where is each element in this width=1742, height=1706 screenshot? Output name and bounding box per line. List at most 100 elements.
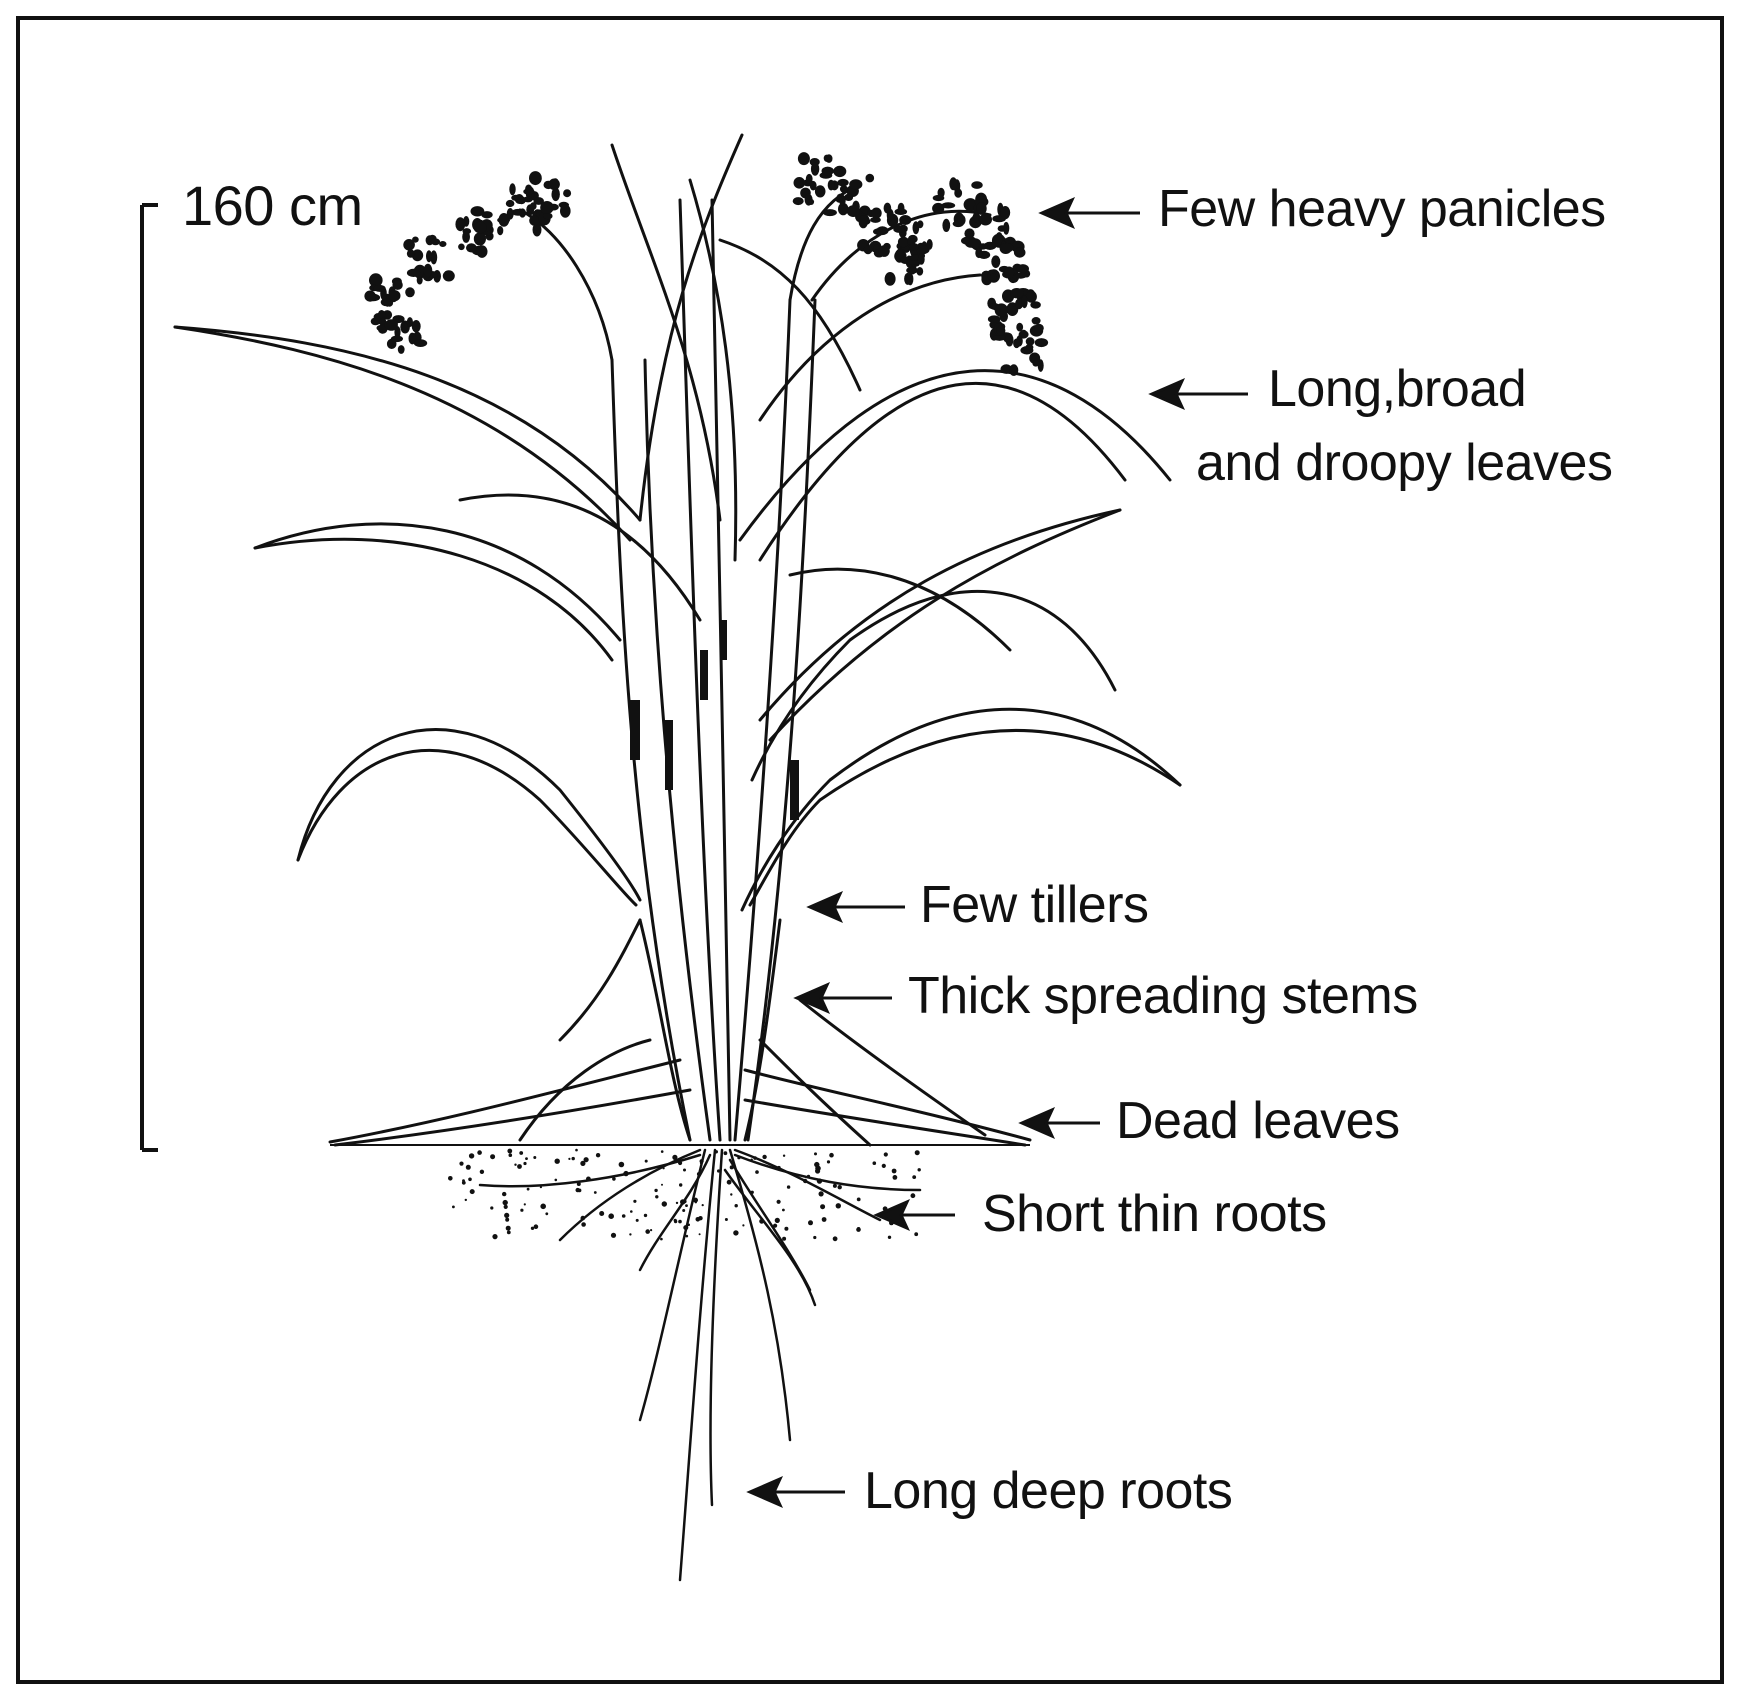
soil-dot — [470, 1189, 475, 1194]
panicle-grain — [828, 180, 835, 191]
panicle-grain — [417, 276, 423, 285]
panicle-grain — [916, 267, 923, 276]
dead-leaf — [760, 1040, 870, 1145]
soil-dot — [504, 1205, 508, 1209]
soil-dot — [545, 1212, 548, 1215]
panicle-grain — [1000, 243, 1014, 253]
panicle-grain — [474, 222, 487, 234]
panicle-grain — [932, 203, 944, 214]
stem — [748, 300, 815, 1140]
deep-root — [710, 1150, 722, 1505]
soil-dot — [814, 1152, 817, 1155]
soil-dot — [683, 1169, 686, 1172]
panicle-grain — [893, 226, 905, 233]
soil-dot — [540, 1204, 546, 1210]
soil-dot — [599, 1211, 604, 1216]
height-scale-label: 160 cm — [182, 174, 363, 238]
soil-dot — [661, 1150, 664, 1153]
soil-dot — [505, 1218, 509, 1222]
panicle-grain — [806, 174, 813, 184]
soil-dot — [527, 1188, 530, 1191]
panicle-grain — [793, 197, 804, 205]
label-short-roots: Short thin roots — [982, 1185, 1327, 1245]
leaf — [752, 591, 1115, 780]
soil-dot — [915, 1150, 920, 1155]
deep-root — [680, 1150, 715, 1580]
soil-dot — [517, 1164, 522, 1169]
soil-dot — [674, 1219, 677, 1222]
soil-dot — [733, 1230, 738, 1235]
panicle-grain — [975, 248, 982, 258]
soil-dot — [735, 1204, 738, 1207]
panicle-grain — [895, 208, 908, 215]
panicle-grain — [990, 274, 997, 282]
soil-dot — [882, 1164, 886, 1168]
panicle-grain — [849, 179, 862, 189]
soil-dot — [452, 1206, 455, 1209]
arrow-deep-roots — [750, 1479, 845, 1505]
panicle-grain — [1015, 273, 1027, 279]
panicle-grain — [412, 237, 419, 243]
leaf — [175, 327, 630, 540]
soil-dot — [676, 1202, 678, 1204]
stem-shading — [630, 620, 799, 820]
leaves — [175, 135, 1180, 910]
soil-dot — [695, 1201, 697, 1203]
panicle-grain — [1010, 288, 1023, 298]
soil-dot — [777, 1200, 781, 1204]
soil-dot — [819, 1191, 824, 1196]
panicle-grain — [439, 241, 446, 247]
soil-dot — [514, 1164, 516, 1166]
panicle-grain — [1014, 247, 1026, 257]
soil-dot — [490, 1154, 495, 1159]
soil-dot — [490, 1206, 493, 1209]
soil-dot — [507, 1149, 512, 1154]
arrow-short-roots — [877, 1202, 955, 1228]
panicle-grain — [866, 174, 875, 183]
panicle-grain — [906, 267, 918, 274]
soil-dot — [506, 1226, 511, 1231]
leaf — [255, 539, 612, 660]
panicle-grain — [949, 177, 957, 190]
panicle-grain — [497, 226, 503, 235]
panicle-grain — [525, 185, 532, 194]
panicle-grain — [993, 335, 1006, 341]
soil-dot — [480, 1170, 484, 1174]
panicle-grain — [560, 204, 571, 217]
soil-dot — [857, 1198, 861, 1202]
panicle-grain — [385, 319, 398, 331]
height-scale-bracket — [142, 205, 158, 1150]
panicle-grain — [474, 232, 486, 245]
soil-dot — [608, 1213, 614, 1219]
soil-dot — [727, 1180, 732, 1185]
soil-dot — [655, 1195, 658, 1198]
soil-dot — [654, 1189, 657, 1192]
soil-dot — [662, 1201, 667, 1206]
soil-dot — [661, 1184, 663, 1186]
soil-dot — [633, 1200, 636, 1203]
panicle-grain — [871, 208, 882, 219]
short-root — [480, 1155, 700, 1186]
soil-dot — [611, 1233, 616, 1238]
soil-dot — [629, 1233, 631, 1235]
leaf — [640, 135, 742, 520]
soil-dot — [477, 1150, 482, 1155]
panicles — [364, 152, 1048, 376]
soil-dot — [911, 1193, 916, 1198]
soil-dot — [459, 1162, 463, 1166]
soil-dot — [469, 1153, 474, 1158]
short-root — [730, 1160, 810, 1290]
soil-dot — [448, 1176, 453, 1181]
panicle-grain — [811, 162, 819, 175]
panicle-grain — [529, 171, 542, 185]
soil-dot — [742, 1224, 744, 1226]
panicle-grain — [991, 255, 1000, 268]
label-tillers: Few tillers — [920, 876, 1149, 936]
panicle-grain — [823, 209, 837, 216]
soil-dot — [644, 1214, 647, 1217]
panicle-grain — [1032, 317, 1041, 325]
panicle-grain — [540, 201, 554, 214]
panicle-grain — [1032, 360, 1039, 366]
